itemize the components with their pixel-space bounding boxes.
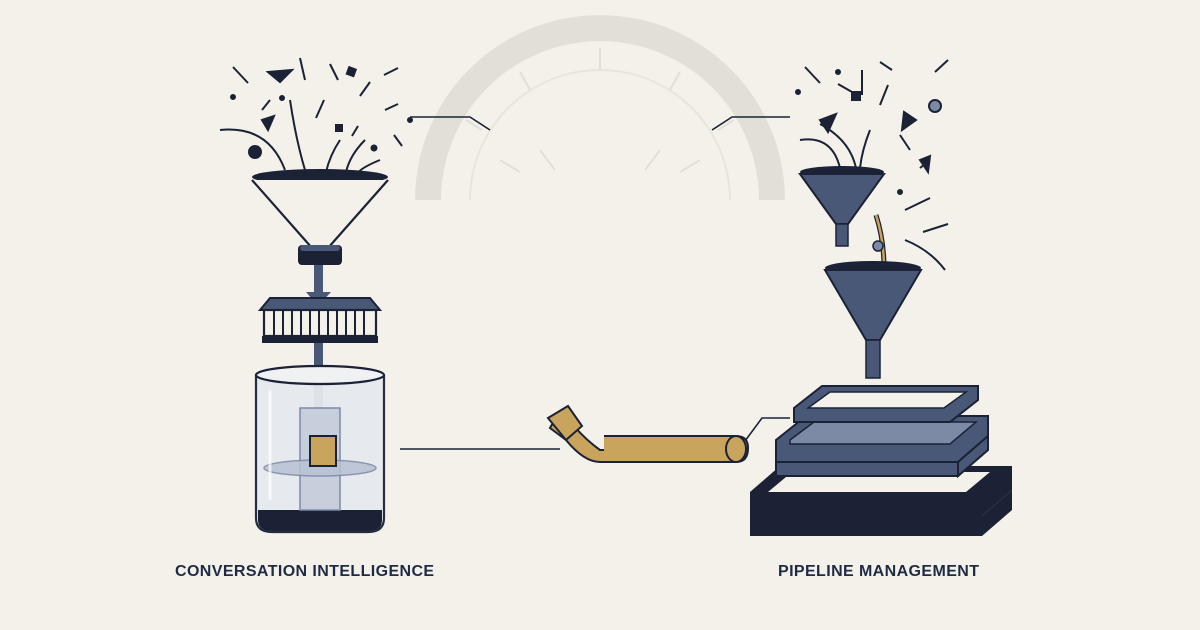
gauge-arc-icon	[415, 15, 785, 201]
hose-icon	[546, 404, 750, 463]
large-funnel-icon	[823, 261, 923, 379]
right-particles-icon	[795, 59, 949, 271]
glass-jar-icon	[254, 364, 386, 534]
small-funnel-icon	[798, 166, 886, 247]
stacked-trays-icon	[750, 385, 1012, 536]
particles-icon	[219, 57, 413, 176]
connector-lines	[400, 116, 790, 450]
label-conversation-intelligence: CONVERSATION INTELLIGENCE	[175, 563, 435, 580]
label-pipeline-management: PIPELINE MANAGEMENT	[778, 563, 980, 580]
stick-icon	[872, 214, 887, 269]
funnel-icon	[251, 169, 389, 265]
